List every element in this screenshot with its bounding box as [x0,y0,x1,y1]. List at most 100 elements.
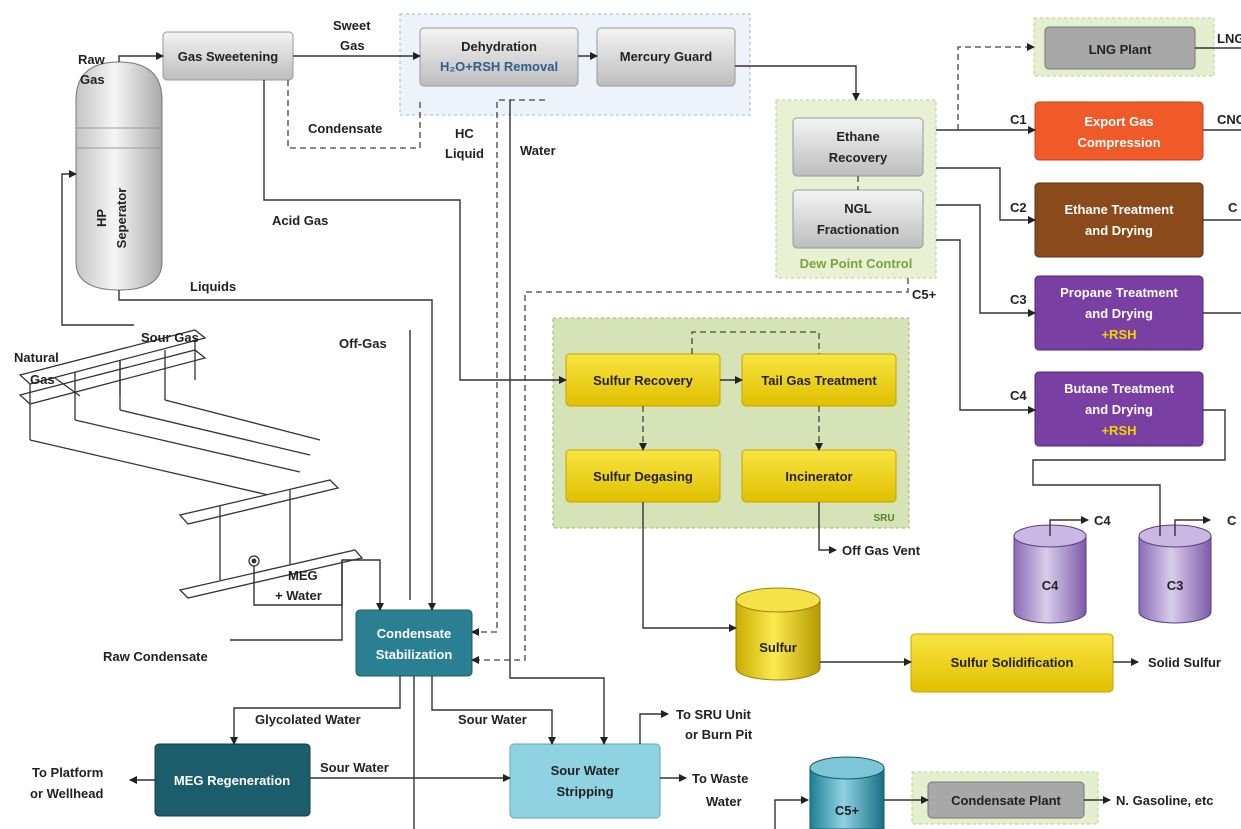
sulfur-solidification-box[interactable]: Sulfur Solidification [910,633,1114,693]
sour-gas-label: Sour Gas [141,330,199,345]
sweet-gas-label-1: Sweet [333,18,371,33]
dehydration-sub-label: H₂O+RSH Removal [440,59,558,74]
to-sru-label-1: To SRU Unit [676,707,752,722]
condensate-stabilization-line2: Stabilization [376,647,453,662]
butane-treatment-line2: and Drying [1085,402,1153,417]
sour-water-stripping-line2: Stripping [556,784,613,799]
off-gas-vent-label: Off Gas Vent [842,543,921,558]
sour-water-stripping-box[interactable]: Sour Water Stripping [509,743,661,819]
c4-label: C4 [1010,388,1027,403]
n-gasoline-label: N. Gasoline, etc [1116,793,1214,808]
solid-sulfur-label: Solid Sulfur [1148,655,1221,670]
ethane-treatment-line2: and Drying [1085,223,1153,238]
lng-plant-box[interactable]: LNG Plant [1044,26,1196,70]
incinerator-box[interactable]: Incinerator [741,449,897,503]
ethane-recovery-box[interactable]: Ethane Recovery [792,117,924,177]
sour-water-label-1: Sour Water [458,712,527,727]
propane-treatment-box[interactable]: Propane Treatment and Drying +RSH [1034,275,1204,351]
c5-tank-label: C5+ [835,803,860,818]
export-gas-line1: Export Gas [1084,114,1153,129]
to-platform-label-2: or Wellhead [30,786,104,801]
meg-water-label-2: + Water [275,588,322,603]
propane-treatment-rsh: +RSH [1101,327,1136,342]
condensate-label: Condensate [308,121,382,136]
natural-gas-label-2: Gas [30,372,55,387]
tail-gas-treatment-box[interactable]: Tail Gas Treatment [741,353,897,407]
hp-separator-line1: HP [94,209,109,227]
c3-tank-out-label: C [1227,513,1237,528]
lng-plant-label: LNG Plant [1089,42,1153,57]
ngl-fractionation-line1: NGL [844,201,872,216]
export-gas-line2: Compression [1077,135,1160,150]
sulfur-tank[interactable]: Sulfur [735,587,821,681]
raw-gas-label-1: Raw [78,52,106,67]
gas-sweetening-box[interactable]: Gas Sweetening [162,31,294,81]
meg-water-label-1: MEG [288,568,318,583]
condensate-stabilization-box[interactable]: Condensate Stabilization [355,609,473,677]
sulfur-degasing-box[interactable]: Sulfur Degasing [565,449,721,503]
sour-water-stripping-line1: Sour Water [551,763,620,778]
mercury-guard-box[interactable]: Mercury Guard [596,27,736,87]
sulfur-tank-label: Sulfur [759,640,797,655]
c2-label: C2 [1010,200,1027,215]
condensate-plant-label: Condensate Plant [951,793,1061,808]
ngl-fractionation-box[interactable]: NGL Fractionation [792,189,924,249]
sour-water-label-2: Sour Water [320,760,389,775]
export-gas-compression-box[interactable]: Export Gas Compression [1034,101,1204,161]
cng-out-label: CNG [1217,112,1241,127]
dew-point-control-label: Dew Point Control [800,256,913,271]
ethane-recovery-line2: Recovery [829,150,888,165]
to-platform-label-1: To Platform [32,765,103,780]
propane-treatment-line1: Propane Treatment [1060,285,1178,300]
stream-labels: Raw Gas Sweet Gas Condensate HC Liquid W… [14,18,1241,809]
c4-tank-out-label: C4 [1094,513,1111,528]
hp-separator-line2: Seperator [114,188,129,249]
hc-liquid-label-2: Liquid [445,146,484,161]
condensate-plant-box[interactable]: Condensate Plant [927,781,1085,819]
mercury-guard-label: Mercury Guard [620,49,713,64]
c3-tank-label: C3 [1167,578,1184,593]
butane-treatment-line1: Butane Treatment [1064,381,1174,396]
c-out-label: C [1228,200,1238,215]
incinerator-label: Incinerator [785,469,852,484]
ethane-treatment-box[interactable]: Ethane Treatment and Drying [1034,182,1204,258]
dehydration-box[interactable]: Dehydration H₂O+RSH Removal [419,27,579,87]
c3-tank[interactable]: C3 [1138,524,1212,624]
c3-label: C3 [1010,292,1027,307]
ngl-fractionation-line2: Fractionation [817,222,899,237]
acid-gas-label: Acid Gas [272,213,328,228]
sulfur-solidification-label: Sulfur Solidification [951,655,1074,670]
meg-regeneration-label: MEG Regeneration [174,773,290,788]
glycolated-water-label: Glycolated Water [255,712,361,727]
c1-label: C1 [1010,112,1027,127]
raw-gas-label-2: Gas [80,72,105,87]
butane-treatment-box[interactable]: Butane Treatment and Drying +RSH [1034,371,1204,447]
butane-treatment-rsh: +RSH [1101,423,1136,438]
c5-tank[interactable]: C5+ [809,756,885,829]
flow-lines [61,43,1241,829]
sweet-gas-label-2: Gas [340,38,365,53]
hc-liquid-label-1: HC [455,126,474,141]
meg-regeneration-box[interactable]: MEG Regeneration [154,743,311,817]
raw-condensate-label: Raw Condensate [103,649,208,664]
off-gas-label: Off-Gas [339,336,387,351]
c4-tank[interactable]: C4 [1013,524,1087,624]
offshore-platform-sketch [18,329,364,599]
liquids-label: Liquids [190,279,236,294]
c5-plus-label: C5+ [912,287,937,302]
hp-separator-vessel[interactable]: HP Seperator [75,61,163,291]
to-sru-label-2: or Burn Pit [685,727,753,742]
sulfur-recovery-box[interactable]: Sulfur Recovery [565,353,721,407]
condensate-stabilization-line1: Condensate [377,626,451,641]
to-waste-label-1: To Waste [692,771,748,786]
natural-gas-label-1: Natural [14,350,59,365]
propane-treatment-line2: and Drying [1085,306,1153,321]
c4-tank-label: C4 [1042,578,1059,593]
lng-out-label: LNG [1217,31,1241,46]
gas-sweetening-label: Gas Sweetening [178,49,278,64]
water-label: Water [520,143,556,158]
dehydration-label: Dehydration [461,39,537,54]
ethane-treatment-line1: Ethane Treatment [1064,202,1174,217]
sulfur-recovery-label: Sulfur Recovery [593,373,693,388]
